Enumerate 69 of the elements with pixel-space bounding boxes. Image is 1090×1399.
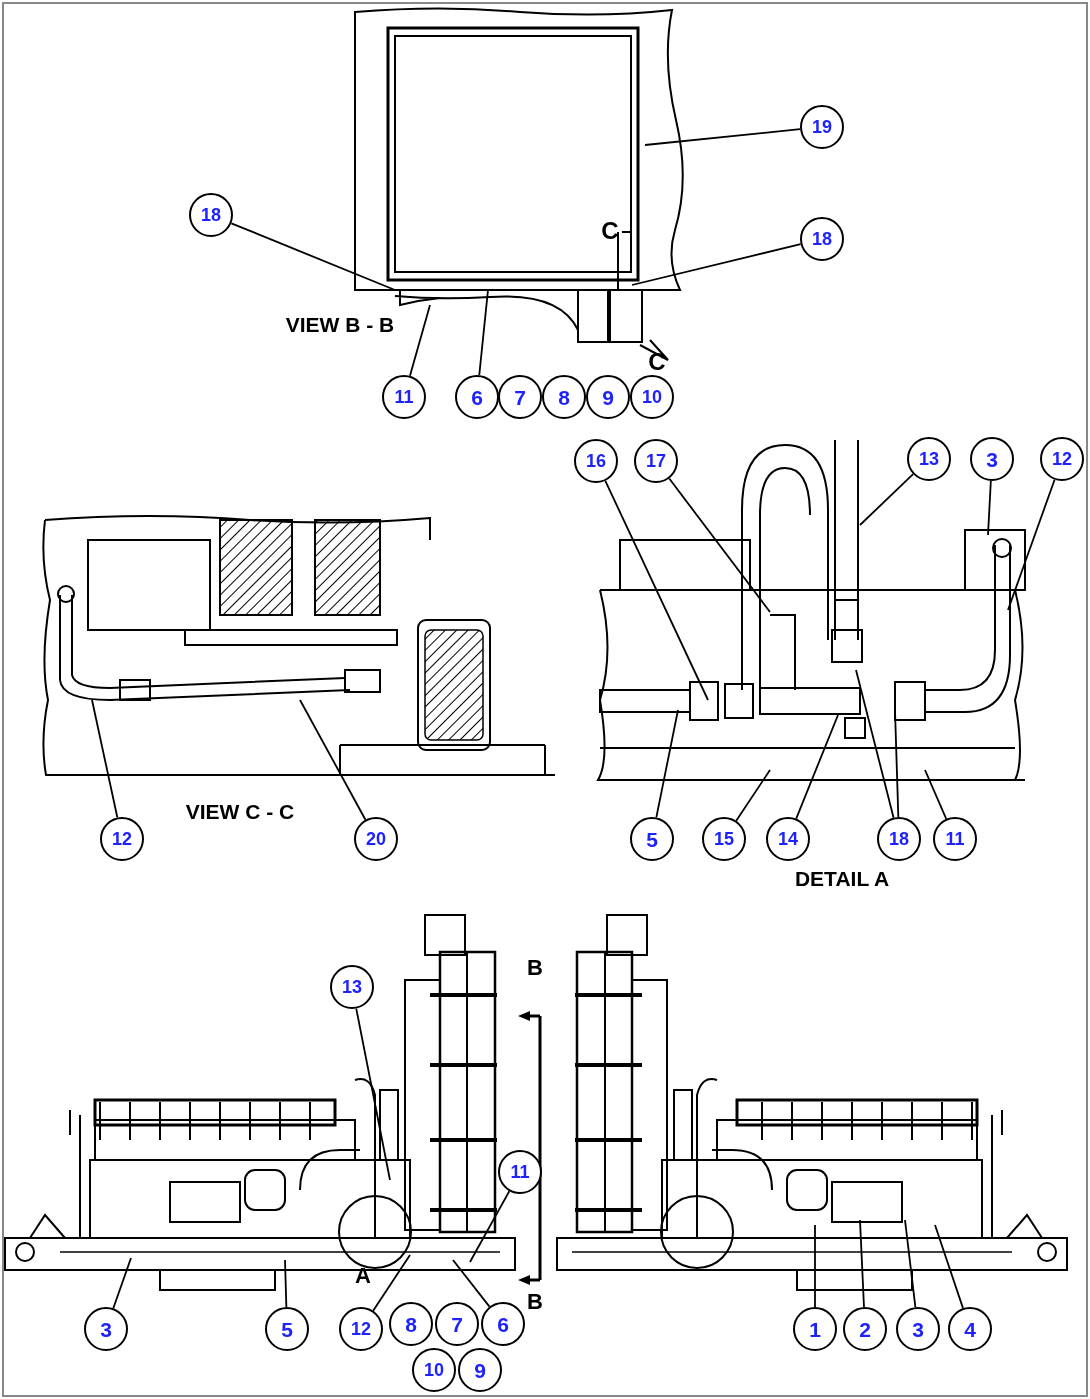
callout-number: 19 [800, 105, 844, 149]
leader-line [795, 714, 839, 820]
callout-number: 17 [634, 439, 678, 483]
leader-line [631, 243, 802, 286]
callout-number: 12 [339, 1307, 383, 1351]
leader-line [372, 1254, 411, 1312]
callout-number: 7 [498, 375, 542, 419]
callout-number: 18 [189, 193, 233, 237]
section-letter: B [527, 955, 543, 981]
leader-line [1007, 478, 1056, 611]
callout-number: 11 [382, 375, 426, 419]
view-title: DETAIL A [794, 867, 890, 891]
callout-number: 9 [586, 375, 630, 419]
callout-number: 12 [1040, 437, 1084, 481]
leader-line [859, 1219, 865, 1308]
leader-line [655, 709, 679, 819]
leader-line [934, 1224, 964, 1310]
leader-line [814, 1224, 816, 1308]
callout-number: 3 [970, 437, 1014, 481]
callout-number: 11 [933, 817, 977, 861]
callout-number: 1 [793, 1307, 837, 1351]
callout-number: 18 [800, 217, 844, 261]
callout-number: 5 [630, 817, 674, 861]
leader-line [355, 1007, 391, 1181]
callout-number: 7 [435, 1302, 479, 1346]
callout-number: 18 [877, 817, 921, 861]
callout-number: 6 [481, 1302, 525, 1346]
leader-line [112, 1257, 132, 1310]
leader-line [924, 769, 948, 820]
leader-line [469, 1190, 511, 1263]
leader-line [904, 1219, 917, 1309]
leader-line [299, 699, 367, 821]
callout-number: 8 [542, 375, 586, 419]
callout-number: 13 [907, 437, 951, 481]
section-letter: B [527, 1289, 543, 1315]
view-title: VIEW C - C [185, 800, 295, 824]
callout-number: 12 [100, 817, 144, 861]
callout-number: 13 [330, 965, 374, 1009]
callout-number: 6 [455, 375, 499, 419]
leader-line [230, 222, 396, 291]
leader-line [987, 480, 992, 536]
leader-line [855, 669, 895, 819]
callout-number: 14 [766, 817, 810, 861]
leader-line [409, 304, 431, 377]
leader-line [604, 480, 709, 701]
callout-number: 3 [896, 1307, 940, 1351]
callout-number: 2 [843, 1307, 887, 1351]
callout-number: 9 [458, 1348, 502, 1392]
leader-line [452, 1259, 491, 1308]
callout-number: 8 [389, 1302, 433, 1346]
callout-number: 3 [84, 1307, 128, 1351]
leader-line [644, 128, 801, 146]
callout-number: 10 [630, 375, 674, 419]
callout-number: 16 [574, 439, 618, 483]
leader-line [91, 699, 119, 819]
leader-line [478, 289, 489, 376]
callout-number: 4 [948, 1307, 992, 1351]
callout-number: 10 [412, 1348, 456, 1392]
leader-line [668, 477, 771, 613]
view-title: VIEW B - B [285, 313, 395, 337]
leader-line [894, 709, 900, 818]
leader-line [284, 1259, 288, 1308]
leader-line [735, 769, 771, 822]
callout-number: 11 [498, 1150, 542, 1194]
section-letter: C [601, 217, 619, 245]
callout-number: 5 [265, 1307, 309, 1351]
leader-line [859, 473, 914, 526]
callout-number: 20 [354, 817, 398, 861]
callout-number: 15 [702, 817, 746, 861]
